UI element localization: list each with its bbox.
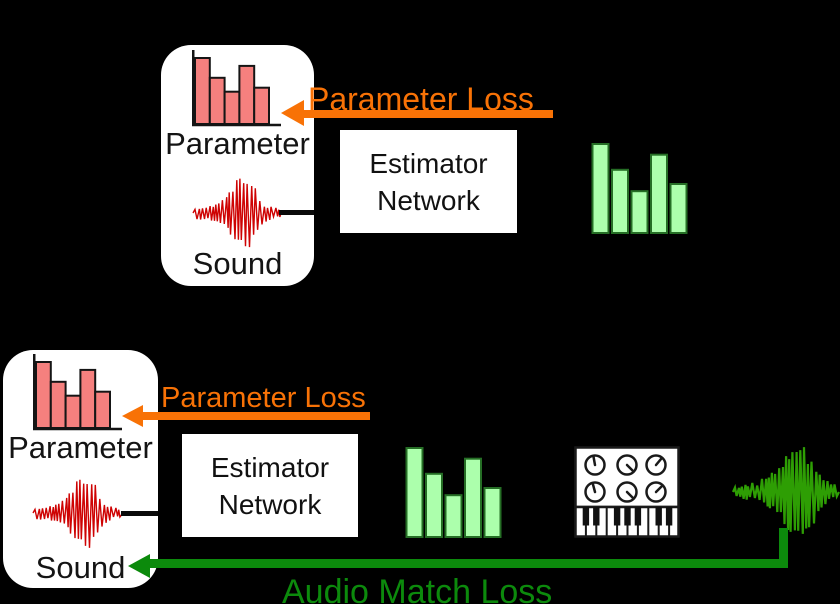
sound-waveform-icon — [32, 479, 124, 548]
parameter-loss-arrow — [142, 412, 370, 421]
synthesizer-icon — [574, 446, 680, 538]
parameter-loss-arrowhead-icon — [281, 100, 304, 126]
estimated-parameter-bars — [591, 143, 688, 235]
parameter-label: Parameter — [8, 430, 153, 465]
sound-label: Sound — [192, 246, 283, 281]
audio-match-loss-arrowhead-icon — [128, 553, 150, 578]
estimator-network-box: Estimator Network — [340, 130, 517, 233]
synth-audio-waveform-icon — [731, 447, 840, 534]
audio-match-loss-arrow — [148, 559, 788, 568]
estimator-network-box: Estimator Network — [182, 434, 358, 537]
target-parameter-bars — [33, 354, 122, 431]
estimator-network-line2: Network — [218, 488, 322, 520]
estimator-network-line1: Estimator — [369, 147, 488, 179]
parameter-label: Parameter — [165, 126, 310, 161]
estimator-network-line1: Estimator — [210, 451, 330, 483]
sound-waveform-icon — [192, 178, 282, 248]
parameter-loss-arrowhead-icon — [122, 404, 143, 427]
audio-match-loss-label: Audio Match Loss — [282, 573, 553, 604]
synth-knob-icon — [584, 454, 667, 503]
sound-label: Sound — [35, 550, 126, 585]
target-sound-box — [161, 45, 314, 286]
estimator-network-line2: Network — [377, 184, 480, 216]
parameter-loss-arrow — [303, 109, 553, 118]
sound-output-connector — [121, 511, 158, 516]
sound-output-connector — [279, 210, 314, 215]
audio-match-loss-arrow-vertical — [779, 528, 788, 568]
estimated-parameter-bars — [405, 447, 502, 539]
target-parameter-bars — [192, 50, 281, 127]
piano-keyboard-icon — [574, 505, 680, 538]
parameter-loss-label: Parameter Loss — [161, 382, 366, 414]
